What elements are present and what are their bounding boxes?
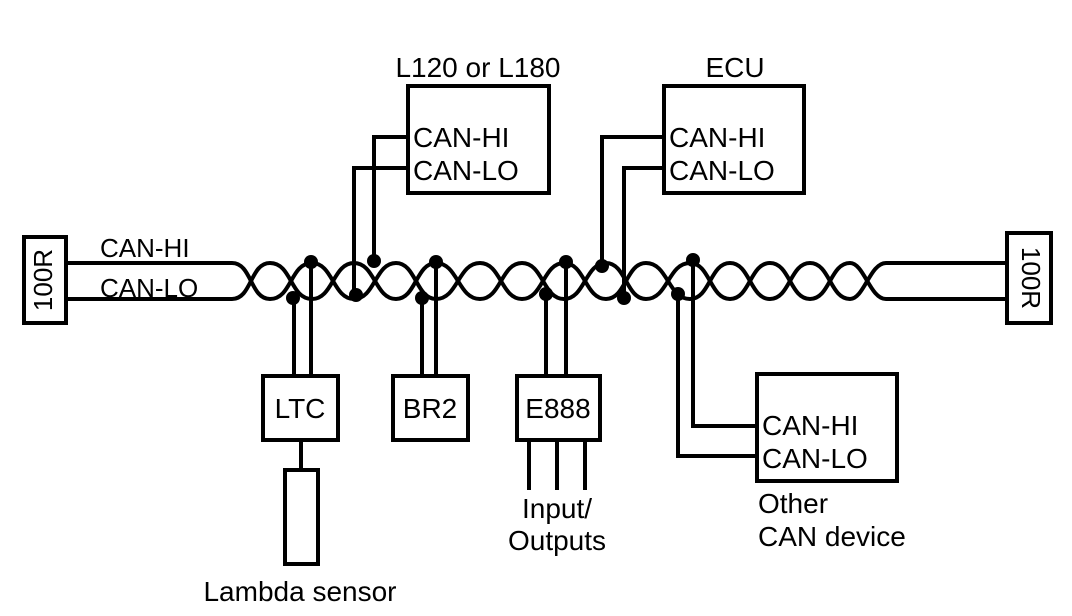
terminator-right-label: 100R <box>1016 247 1046 309</box>
e888-caption-line1: Input/ <box>522 493 592 524</box>
device-ecu: ECU CAN-HI CAN-LO <box>595 52 806 305</box>
ecu-can-lo-label: CAN-LO <box>669 155 775 186</box>
device-ltc: LTC Lambda sensor <box>203 255 397 607</box>
br2-hi-junction <box>429 255 443 269</box>
l120-can-lo-label: CAN-LO <box>413 155 519 186</box>
other-caption-line2: CAN device <box>758 521 906 552</box>
ecu-can-hi-wire <box>600 135 664 266</box>
lambda-sensor-box <box>283 468 320 566</box>
terminator-right: 100R <box>1005 231 1053 325</box>
device-e888: E888 Input/ Outputs <box>508 255 606 556</box>
ltc-hi-junction <box>304 255 318 269</box>
ltc-label: LTC <box>275 393 326 424</box>
other-can-hi-label: CAN-HI <box>762 410 858 441</box>
twisted-pair-bus <box>66 260 1007 302</box>
ltc-lo-junction <box>286 291 300 305</box>
l120-hi-junction <box>367 254 381 268</box>
l120-can-hi-label: CAN-HI <box>413 122 509 153</box>
other-lo-junction <box>671 287 685 301</box>
e888-lo-junction <box>539 287 553 301</box>
ecu-title: ECU <box>705 52 764 83</box>
ltc-box <box>261 374 340 442</box>
bus-hi-label: CAN-HI <box>100 233 190 263</box>
ecu-can-lo-wire <box>622 166 664 298</box>
l120-can-hi-wire <box>372 135 408 261</box>
terminator-left-box <box>22 235 68 325</box>
l120-lo-junction <box>349 288 363 302</box>
ecu-box <box>662 84 806 195</box>
other-hi-junction <box>686 253 700 267</box>
other-caption-line1: Other <box>758 488 828 519</box>
l120-box <box>406 84 551 195</box>
terminator-left-label: 100R <box>28 249 58 311</box>
other-box <box>755 372 899 483</box>
other-can-hi-wire <box>691 260 757 428</box>
device-br2: BR2 <box>391 255 470 442</box>
ecu-lo-junction <box>617 291 631 305</box>
e888-caption-line2: Outputs <box>508 525 606 556</box>
ecu-can-hi-label: CAN-HI <box>669 122 765 153</box>
device-other: CAN-HI CAN-LO Other CAN device <box>671 253 906 552</box>
l120-can-lo-wire <box>352 166 408 295</box>
e888-label: E888 <box>525 393 590 424</box>
lambda-sensor-caption: Lambda sensor <box>203 576 396 607</box>
l120-title: L120 or L180 <box>395 52 560 83</box>
br2-label: BR2 <box>403 393 457 424</box>
ecu-hi-junction <box>595 259 609 273</box>
e888-box <box>515 374 602 442</box>
e888-hi-junction <box>559 255 573 269</box>
terminator-right-box <box>1005 231 1053 325</box>
br2-lo-junction <box>415 291 429 305</box>
br2-box <box>391 374 470 442</box>
other-can-lo-label: CAN-LO <box>762 443 868 474</box>
device-l120: L120 or L180 CAN-HI CAN-LO <box>349 52 561 302</box>
other-can-lo-wire <box>676 294 757 458</box>
terminator-left: 100R <box>22 235 68 325</box>
